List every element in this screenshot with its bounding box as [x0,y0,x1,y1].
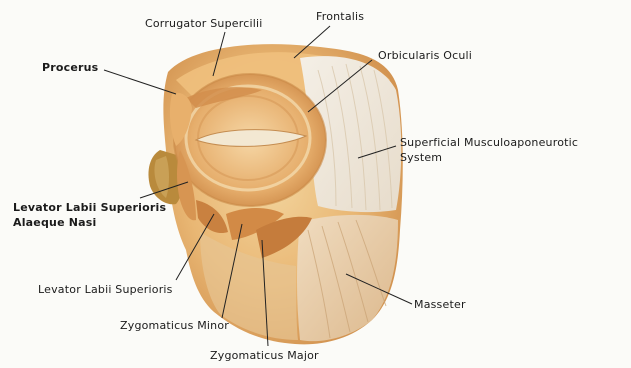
label-zygomaticus-minor: Zygomaticus Minor [120,319,229,333]
label-smas-line2: System [400,151,442,165]
label-llsan-line2: Alaeque Nasi [13,216,97,230]
procerus-leader [104,70,176,94]
label-corrugator-supercilii: Corrugator Supercilii [145,17,262,31]
label-procerus: Procerus [42,61,98,75]
label-llsan-line1: Levator Labii Superioris [13,201,166,215]
label-orbicularis-oculi: Orbicularis Oculi [378,49,472,63]
label-smas-line1: Superficial Musculoaponeurotic [400,136,578,150]
label-masseter: Masseter [414,298,466,312]
label-zygomaticus-major: Zygomaticus Major [210,349,319,363]
label-frontalis: Frontalis [316,10,364,24]
label-levator-labii-superioris: Levator Labii Superioris [38,283,173,297]
